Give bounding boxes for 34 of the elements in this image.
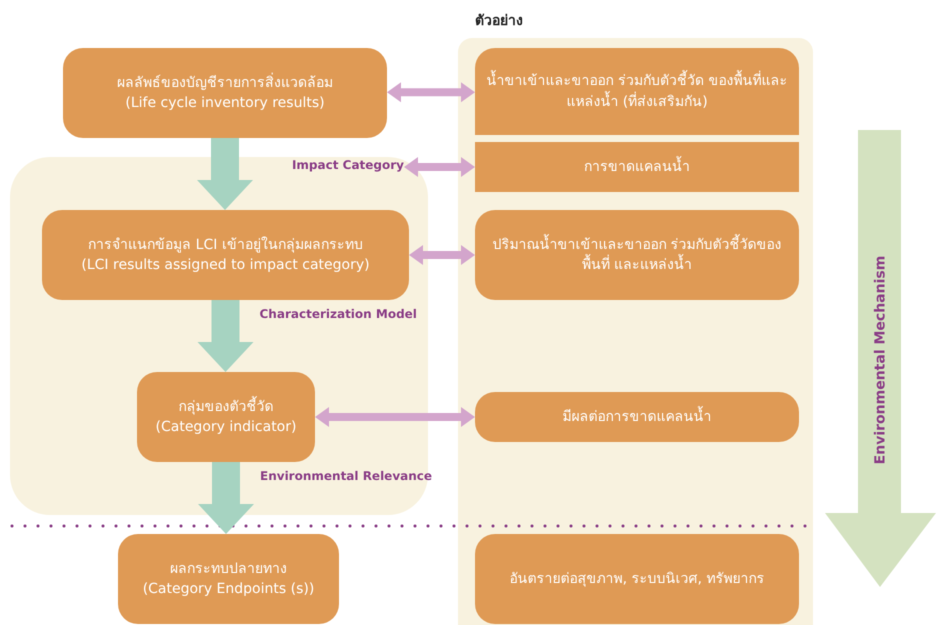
- box-text: กลุ่มของตัวชี้วัด: [178, 396, 274, 417]
- process-box: [137, 372, 315, 462]
- category-label: Impact Category: [290, 158, 404, 176]
- box-text: อันตรายต่อสุขภาพ, ระบบนิเวศ, ทรัพยากร: [510, 570, 764, 589]
- box-text: (Life cycle inventory results): [125, 94, 325, 113]
- process-box: [63, 48, 387, 138]
- box-text: มีผลต่อการขาดแคลนน้ำ: [562, 406, 712, 428]
- box-text: น้ำขาเข้าและขาออก ร่วมกับตัวชี้วัด ของพื้นที่และแหล่งน้ำ (ที่ส่งเสริมกัน): [485, 71, 789, 112]
- process-box: [475, 392, 799, 442]
- process-box: [42, 210, 409, 300]
- double-arrow: [404, 157, 475, 177]
- box-text: ผลลัพธ์ของบัญชีรายการสิ่งแวดล้อม: [117, 72, 333, 93]
- process-box: [475, 534, 799, 624]
- box-text: ปริมาณน้ำขาเข้าและขาออก ร่วมกับตัวชี้วัดของพื้นที่ และแหล่งน้ำ: [485, 234, 789, 276]
- box-text: การขาดแคลนน้ำ: [584, 156, 690, 178]
- box-text: (Category indicator): [156, 418, 296, 437]
- process-box: [475, 142, 799, 192]
- panel-heading: ตัวอย่าง: [475, 12, 523, 31]
- box-text: (Category Endpoints (s)): [142, 580, 314, 599]
- block-arrow: [197, 138, 253, 210]
- process-box: [118, 534, 339, 624]
- axis-label: Environmental Mechanism: [872, 256, 888, 464]
- box-text: การจำแนกข้อมูล LCI เข้าอยู่ในกลุ่มผลกระทบ: [88, 236, 363, 255]
- double-arrow: [387, 82, 475, 102]
- box-text: (LCI results assigned to impact category): [81, 256, 370, 275]
- double-arrow: [409, 245, 475, 265]
- edge-label: Environmental Relevance: [260, 469, 432, 483]
- box-text: ผลกระทบปลายทาง: [170, 560, 287, 579]
- block-arrow: [198, 462, 254, 534]
- process-box: [475, 48, 799, 135]
- double-arrow: [315, 407, 475, 427]
- edge-label: Characterization Model: [260, 307, 417, 321]
- block-arrow: [198, 300, 254, 372]
- process-box: [475, 210, 799, 300]
